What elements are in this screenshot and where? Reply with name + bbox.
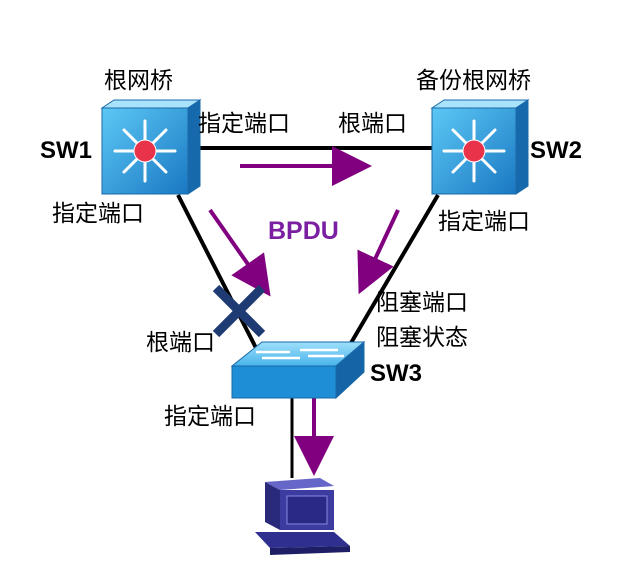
blocked-x-icon [212, 284, 266, 338]
sw3-right-port-label: 阻塞端口 [376, 290, 468, 316]
pc-icon [255, 478, 350, 555]
bpdu-label: BPDU [268, 217, 339, 245]
sw2-role-label: 备份根网桥 [416, 68, 531, 94]
sw3-left-port-label: 根端口 [146, 330, 215, 356]
sw2-name-label: SW2 [530, 137, 583, 164]
sw2-bottom-port-label: 指定端口 [438, 209, 530, 235]
sw3-bottom-port-label: 指定端口 [164, 404, 256, 430]
core-switch-icon [100, 99, 202, 195]
sw3-right-state-label: 阻塞状态 [376, 325, 468, 351]
bpdu-arrow-sw2-sw3 [357, 209, 400, 295]
sw1-role-label: 根网桥 [104, 68, 173, 94]
sw3-name-label: SW3 [370, 360, 423, 387]
sw2-left-port-label: 根端口 [338, 111, 407, 137]
core-switch-icon [430, 99, 530, 195]
access-switch-icon [230, 340, 366, 400]
sw1-name-label: SW1 [40, 137, 93, 164]
link-sw1-sw3 [176, 194, 258, 349]
sw1-right-port-label: 指定端口 [198, 111, 290, 137]
bpdu-arrow-sw1-sw3 [208, 208, 271, 297]
sw1-bottom-port-label: 指定端口 [52, 201, 144, 227]
